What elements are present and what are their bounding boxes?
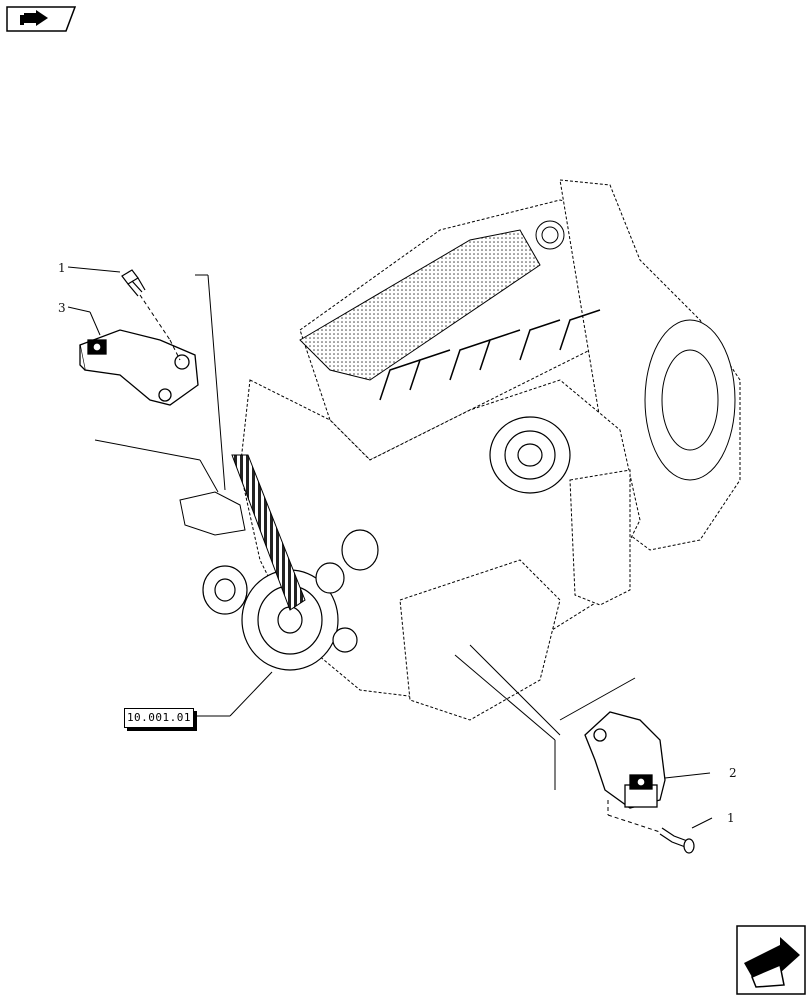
- callout-1-top: 1: [58, 261, 66, 275]
- assembly-dash-lines: [139, 294, 661, 833]
- callout-3: 3: [58, 301, 66, 315]
- callout-1-bottom: 1: [727, 811, 735, 825]
- front-pulleys: [202, 529, 379, 671]
- previous-page-button[interactable]: [6, 6, 77, 32]
- valve-cover-grill: [299, 229, 541, 381]
- oil-filler-cap: [535, 220, 565, 250]
- callout-2: 2: [729, 766, 737, 780]
- next-page-button[interactable]: [736, 925, 806, 995]
- page-arrow-right-icon: [736, 925, 806, 995]
- flywheel-housing: [644, 319, 736, 481]
- cross-reference-link[interactable]: 10.001.01: [124, 708, 194, 728]
- bolt-part-1-top: [121, 269, 146, 297]
- bracket-part-3: [79, 329, 199, 406]
- drive-belt: [231, 454, 306, 611]
- bolt-part-1-bottom: [659, 827, 695, 854]
- front-bracket-installed: [179, 491, 246, 536]
- leader-lines: [67, 266, 713, 829]
- book-arrow-left-icon: [6, 6, 77, 32]
- turbocharger: [489, 416, 571, 494]
- injector-lines: [379, 309, 601, 401]
- bracket-part-2: [584, 711, 666, 809]
